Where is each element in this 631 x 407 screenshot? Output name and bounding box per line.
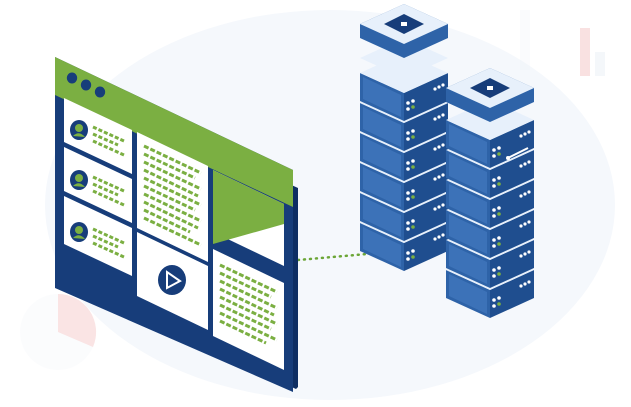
window-control-dots: [66, 72, 106, 98]
video-tile: [137, 232, 208, 330]
server-stack-front: [446, 68, 534, 318]
profile-card-2: [64, 147, 132, 223]
profile-card-3: [64, 196, 132, 276]
server-stack-back: [360, 4, 448, 271]
faint-pie-decoration: [20, 293, 97, 370]
browser-window: [55, 57, 298, 392]
faint-bar-chart-decoration: [520, 10, 605, 76]
profile-card-1: [64, 98, 132, 174]
text-tile: [213, 249, 284, 370]
text-article-card: [137, 132, 208, 262]
image-tile: [213, 170, 284, 266]
play-icon: [158, 265, 186, 295]
browser-title-bar: [55, 57, 293, 207]
